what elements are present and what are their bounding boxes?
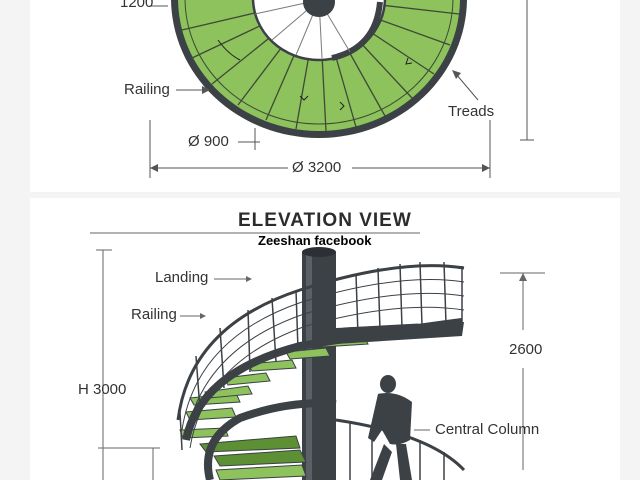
upper-dimension: 2600 (509, 341, 543, 358)
plan-stair-outline (171, 0, 467, 138)
plan-dimension-partial: 1200 (120, 0, 154, 11)
plan-outer-diameter: Ø 3200 (292, 159, 342, 176)
central-column (302, 247, 336, 480)
railing (176, 261, 466, 480)
elevation-dimension-lines (90, 232, 545, 480)
upper-landing (336, 322, 464, 344)
landing-label: Landing (155, 269, 209, 286)
plan-view-drawing (149, 0, 534, 178)
plan-railing-label: Railing (124, 81, 170, 98)
central-column-label: Central Column (435, 421, 540, 438)
elevation-railing-label: Railing (131, 306, 177, 323)
plan-dimension-lines (149, 0, 534, 178)
plan-treads-label: Treads (448, 103, 495, 120)
plan-inner-diameter: Ø 900 (188, 133, 229, 150)
person-figure (368, 375, 412, 480)
height-dimension: H 3000 (78, 381, 127, 398)
credit-watermark: Zeeshan facebook (258, 233, 372, 248)
elevation-title: ELEVATION VIEW (238, 210, 412, 231)
